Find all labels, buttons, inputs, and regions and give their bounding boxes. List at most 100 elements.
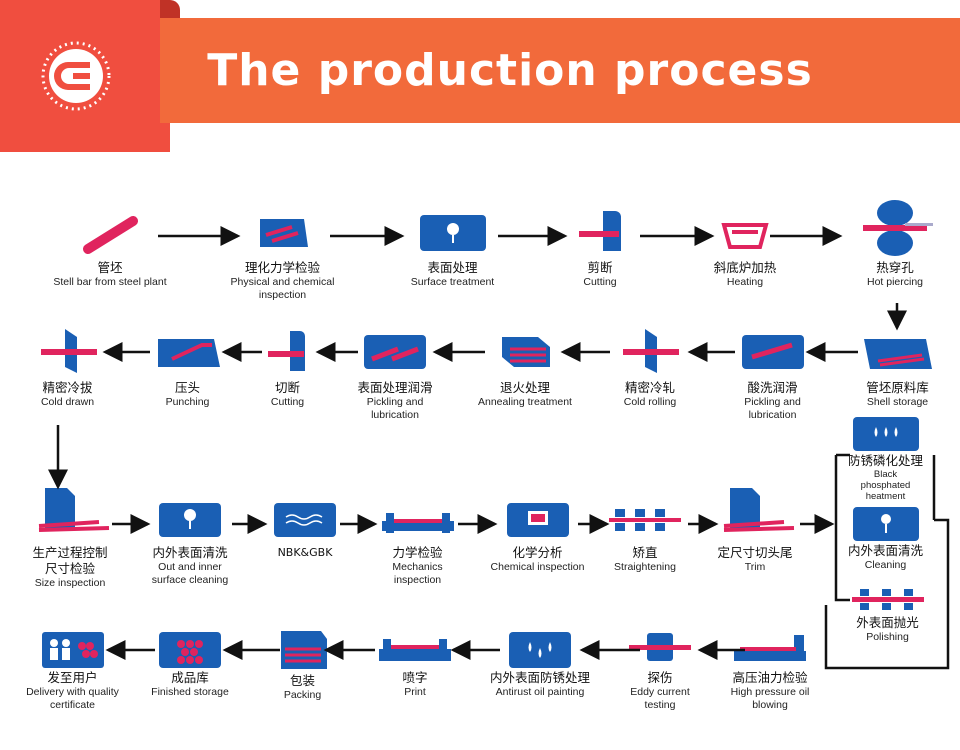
step-surface-treatment: 表面处理 Surface treatment (395, 205, 510, 289)
chemical-analysis-icon (506, 503, 569, 537)
size-inspection-icon (38, 488, 110, 532)
step-label-en: Packing (283, 689, 322, 701)
step-label-en: Pickling and lubrication (366, 396, 424, 421)
step-label-cn: 剪断 (587, 260, 613, 275)
step-label-en: Delivery with quality certificate (26, 686, 119, 711)
step-label-cn: 内外表面清洗 (152, 545, 228, 560)
step-label-en: Eddy current testing (630, 686, 690, 711)
step-cutting-1: 剪断 Cutting (560, 205, 640, 289)
step-print: 喷字 Print (370, 625, 460, 699)
step-label-en: Cleaning (864, 559, 907, 571)
shell-storage-icon (863, 339, 932, 369)
cutting-icon (579, 211, 621, 251)
step-label-en: Mechanics inspection (392, 561, 443, 586)
step-label-cn: 精密冷轧 (624, 380, 675, 395)
header-bar (160, 18, 960, 123)
step-shell-storage: 管坯原料库 Shell storage (850, 325, 945, 409)
step-label-cn: 切断 (274, 380, 300, 395)
step-polishing: 外表面抛光 Polishing (840, 585, 935, 644)
cleaning-icon (852, 507, 919, 541)
step-label-cn: 内外表面清洗 (847, 543, 923, 558)
step-label-en: Cutting (583, 276, 617, 288)
step-label-cn: 力学检验 (392, 545, 443, 560)
trim-icon (723, 488, 795, 532)
step-surface-cleaning: 内外表面清洗 Out and inner surface cleaning (140, 495, 240, 587)
oil-blowing-icon (734, 635, 806, 661)
step-hot-piercing: 热穿孔 Hot piercing (845, 195, 945, 289)
step-label-cn: 内外表面防锈处理 (489, 670, 590, 685)
step-label-cn: NBK&GBK (277, 546, 333, 559)
step-label-en: Cutting (270, 396, 305, 408)
step-delivery: 发至用户 Delivery with quality certificate (25, 630, 120, 712)
step-label-cn: 发至用户 (47, 670, 98, 685)
step-label-en: High pressure oil blowing (730, 686, 810, 711)
step-antirust: 内外表面防锈处理 Antirust oil painting (485, 630, 595, 699)
step-label-cn: 喷字 (402, 670, 428, 685)
annealing-icon (502, 337, 550, 367)
piercing-rollers-icon (863, 200, 933, 256)
step-phosphating: 防锈磷化处理 Black phosphated heatment (838, 415, 933, 502)
step-mechanics-inspection: 力学检验 Mechanics inspection (370, 495, 465, 587)
step-trim: 定尺寸切头尾 Trim (705, 480, 805, 574)
furnace-icon (721, 223, 769, 249)
step-nbk-gbk: NBK&GBK (260, 495, 350, 561)
cold-drawn-icon (40, 329, 97, 373)
cleaning-icon (159, 503, 221, 537)
step-label-en: Pickling and lubrication (744, 396, 801, 421)
step-label-en: Heating (726, 276, 764, 288)
nbk-gbk-furnace-icon (274, 503, 336, 537)
step-label-cn: 成品库 (171, 670, 209, 685)
step-pickling-2: 表面处理润滑 Pickling and lubrication (345, 325, 445, 422)
cold-rolling-icon (623, 329, 679, 373)
step-label-cn: 防锈磷化处理 (847, 453, 923, 468)
packing-icon (280, 631, 327, 669)
step-label-en: Polishing (866, 631, 909, 643)
step-label-en: Cold drawn (40, 396, 95, 408)
step-cold-rolling: 精密冷轧 Cold rolling (605, 325, 695, 409)
straightening-icon (609, 509, 681, 531)
finished-storage-icon (159, 632, 221, 668)
pickling-tank-icon (741, 335, 804, 369)
eddy-current-icon (629, 633, 691, 661)
step-label-en: Physical and chemical inspection (230, 276, 335, 301)
step-label-en: Hot piercing (866, 276, 924, 288)
step-label-cn: 退火处理 (499, 380, 550, 395)
mechanics-inspection-icon (381, 513, 454, 533)
step-eddy-current: 探伤 Eddy current testing (620, 625, 700, 712)
step-label-cn: 热穿孔 (876, 260, 914, 275)
step-finished-storage: 成品库 Finished storage (145, 630, 235, 699)
step-cold-drawn: 精密冷拔 Cold drawn (25, 325, 110, 409)
delivery-icon (41, 632, 104, 668)
surface-treatment-icon (419, 215, 486, 251)
step-cutting-2: 切断 Cutting (255, 325, 320, 409)
step-label-cn: 化学分析 (512, 545, 563, 560)
step-label-cn: 生产过程控制尺寸检验 (32, 545, 108, 576)
step-straightening: 矫直 Straightening (600, 495, 690, 574)
step-label-en: Trim (744, 561, 766, 573)
step-label-en: Surface treatment (410, 276, 495, 288)
step-steel-bar: 管坯 Stell bar from steel plant (40, 205, 180, 289)
print-icon (379, 639, 451, 661)
step-label-en: Annealing treatment (478, 396, 572, 408)
step-packing: 包装 Packing (265, 625, 340, 702)
step-pickling-1: 酸洗润滑 Pickling and lubrication (725, 325, 820, 422)
step-label-en: Shell storage (866, 396, 929, 408)
step-label-cn: 压头 (174, 380, 200, 395)
step-label-en: Black phosphated heatment (860, 469, 911, 502)
pickling-tank-icon (364, 335, 426, 369)
step-label-en: Punching (165, 396, 210, 408)
step-label-en: Stell bar from steel plant (53, 276, 167, 288)
step-label-en: Size inspection (34, 577, 106, 589)
step-label-en: Straightening (614, 561, 676, 573)
step-label-en: Cold rolling (623, 396, 677, 408)
step-label-cn: 表面处理润滑 (357, 380, 433, 395)
polishing-icon (851, 589, 924, 610)
step-label-cn: 矫直 (632, 545, 658, 560)
step-label-cn: 精密冷拔 (42, 380, 93, 395)
punching-icon (157, 339, 220, 367)
step-label-cn: 酸洗润滑 (747, 380, 798, 395)
step-label-en: Finished storage (151, 686, 229, 698)
step-label-cn: 理化力学检验 (244, 260, 320, 275)
phosphating-icon (852, 417, 919, 451)
step-label-en: Antirust oil painting (495, 686, 585, 698)
